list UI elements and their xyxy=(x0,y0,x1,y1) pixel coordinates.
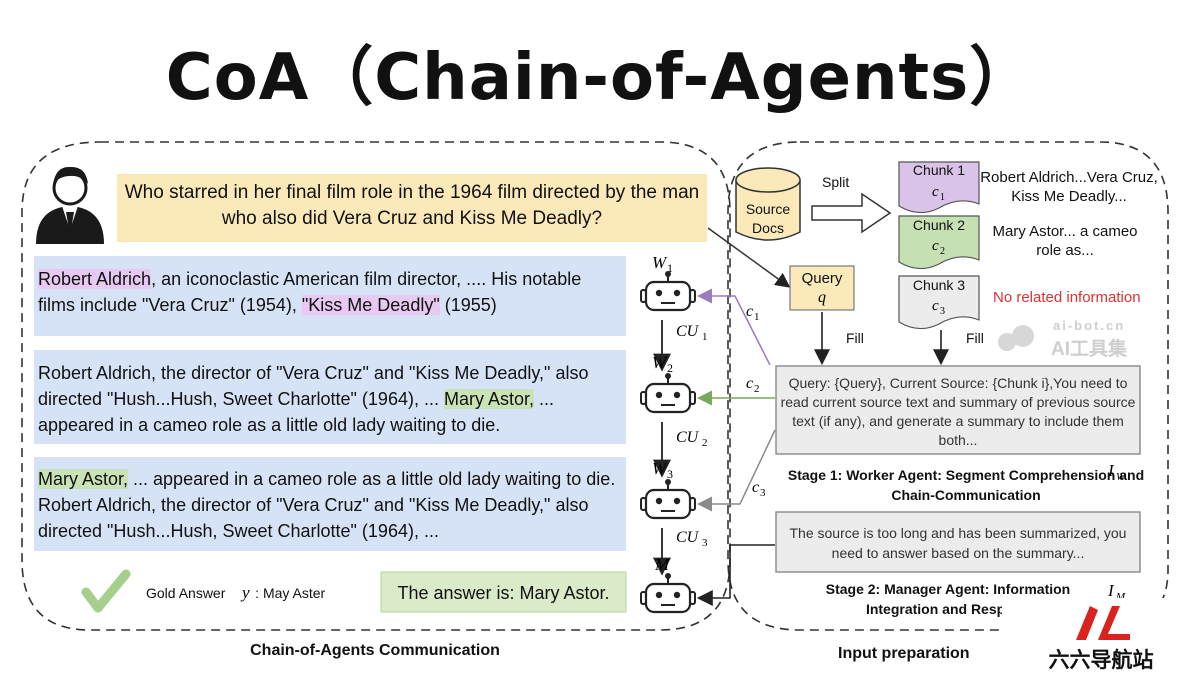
im-sub: M xyxy=(1115,591,1126,603)
robot-w3-icon xyxy=(640,479,696,520)
chunk-text-1: Robert Aldrich, an iconoclastic American… xyxy=(38,266,620,318)
brand-logo-text: 六六导航站 xyxy=(1048,649,1154,672)
chunk3-var: c xyxy=(932,298,939,314)
cu3-sub: 3 xyxy=(702,537,708,549)
im-label: I xyxy=(1107,581,1115,600)
agent-w1-sub: 1 xyxy=(667,261,673,275)
user-avatar-icon xyxy=(36,166,104,244)
chunk-text-2-end: ... appeared in a cameo role as a little… xyxy=(38,389,555,435)
cu3-label: CU xyxy=(676,529,700,546)
watermark-line2: AI工具集 xyxy=(1051,339,1128,360)
robot-w1-icon xyxy=(640,271,696,312)
query-var: q xyxy=(818,289,826,306)
chunk1-shape xyxy=(898,161,980,214)
question-text: Who starred in her final film role in th… xyxy=(124,182,700,229)
chunk-text-1-end: (1955) xyxy=(439,295,497,315)
chunk1-desc: Robert Aldrich...Vera Cruz, Kiss Me Dead… xyxy=(980,169,1158,205)
right-caption: Input preparation xyxy=(838,645,970,662)
chunk2-label: Chunk 2 xyxy=(912,217,966,233)
source-docs-label: Source Docs xyxy=(745,201,791,236)
fill-label-right: Fill xyxy=(966,330,984,346)
stage2-title: Stage 2: Manager Agent: Information Inte… xyxy=(825,581,1071,617)
agent-w3-sub: 3 xyxy=(667,467,673,481)
chunk3-label: Chunk 3 xyxy=(912,277,966,293)
chunk3-desc: No related information xyxy=(993,289,1141,306)
watermark-line1: ai-bot.cn xyxy=(1053,318,1126,333)
stage1-title: Stage 1: Worker Agent: Segment Comprehen… xyxy=(787,467,1145,503)
chunk1-var-sub: 1 xyxy=(940,192,945,203)
iw-label: I xyxy=(1107,461,1115,480)
cu1-sub: 1 xyxy=(702,331,708,343)
gold-answer-value: May Aster xyxy=(262,585,326,601)
brand-logo: 六六导航站 xyxy=(1002,598,1200,675)
agent-w1-label: W xyxy=(652,253,668,272)
robot-manager-icon xyxy=(640,573,696,614)
agent-w2-label: W xyxy=(652,353,668,372)
chunk-text-3: Mary Astor, ... appeared in a cameo role… xyxy=(38,466,624,544)
split-label: Split xyxy=(822,174,850,190)
agent-w3-label: W xyxy=(652,459,668,478)
chunk2-desc: Mary Astor... a cameo role as... xyxy=(992,223,1138,259)
split-arrow-icon xyxy=(811,192,892,234)
c1-sub: 1 xyxy=(754,311,760,323)
brand-mark-icon xyxy=(1076,606,1130,640)
right-region-border xyxy=(727,141,1169,631)
gold-answer-label: Gold Answer xyxy=(146,585,226,601)
chunk1-label: Chunk 1 xyxy=(912,162,966,178)
chunk-text-3-part: ... appeared in a cameo role as a little… xyxy=(38,469,616,541)
fill-label-left: Fill xyxy=(846,330,864,346)
chunk-text-2: Robert Aldrich, the director of "Vera Cr… xyxy=(38,360,624,438)
answer-text: The answer is: Mary Astor. xyxy=(397,583,610,603)
highlight-robert-aldrich: Robert Aldrich xyxy=(38,269,152,289)
watermark-logo-icon xyxy=(998,325,1034,351)
chunk2-var-sub: 2 xyxy=(940,246,945,257)
checkmark-icon xyxy=(81,569,131,613)
chunk3-shape xyxy=(898,275,980,330)
gold-answer-var: y xyxy=(240,583,250,602)
chunk-text-1-part: , an iconoclastic American film director… xyxy=(38,269,582,315)
manager-prompt: The source is too long and has been summ… xyxy=(789,525,1127,561)
robot-w2-icon xyxy=(640,373,696,414)
c2-label: c xyxy=(746,375,753,392)
page-title: CoA（Chain-of-Agents） xyxy=(165,41,1035,115)
iw-sub: W xyxy=(1116,471,1126,483)
highlight-mary-astor-2: Mary Astor, xyxy=(443,389,534,409)
agent-w2-sub: 2 xyxy=(667,361,673,375)
left-caption: Chain-of-Agents Communication xyxy=(250,642,500,659)
watermark: ai-bot.cn AI工具集 xyxy=(993,318,1153,360)
chunk2-shape xyxy=(898,215,980,270)
c3-sub: 3 xyxy=(760,487,766,499)
chunk1-var: c xyxy=(932,184,939,200)
agent-m-label: M xyxy=(654,555,670,574)
highlight-mary-astor-3: Mary Astor, xyxy=(38,469,129,489)
query-label: Query xyxy=(801,270,843,287)
c1-label: c xyxy=(746,303,753,320)
chunk-text-2-part: Robert Aldrich, the director of "Vera Cr… xyxy=(38,363,589,409)
cu2-label: CU xyxy=(676,429,700,446)
worker-prompt: Query: {Query}, Current Source: {Chunk i… xyxy=(780,375,1136,448)
highlight-kiss-me-deadly: "Kiss Me Deadly" xyxy=(301,295,440,315)
c3-label: c xyxy=(752,479,759,496)
c2-sub: 2 xyxy=(754,383,760,395)
source-docs-icon xyxy=(735,167,801,241)
left-region-border xyxy=(21,141,731,631)
chunk2-var: c xyxy=(932,238,939,254)
chunk3-var-sub: 3 xyxy=(940,306,945,317)
gold-answer: Gold Answer : May Aster xyxy=(146,585,326,601)
cu1-label: CU xyxy=(676,323,700,340)
cu2-sub: 2 xyxy=(702,437,708,449)
